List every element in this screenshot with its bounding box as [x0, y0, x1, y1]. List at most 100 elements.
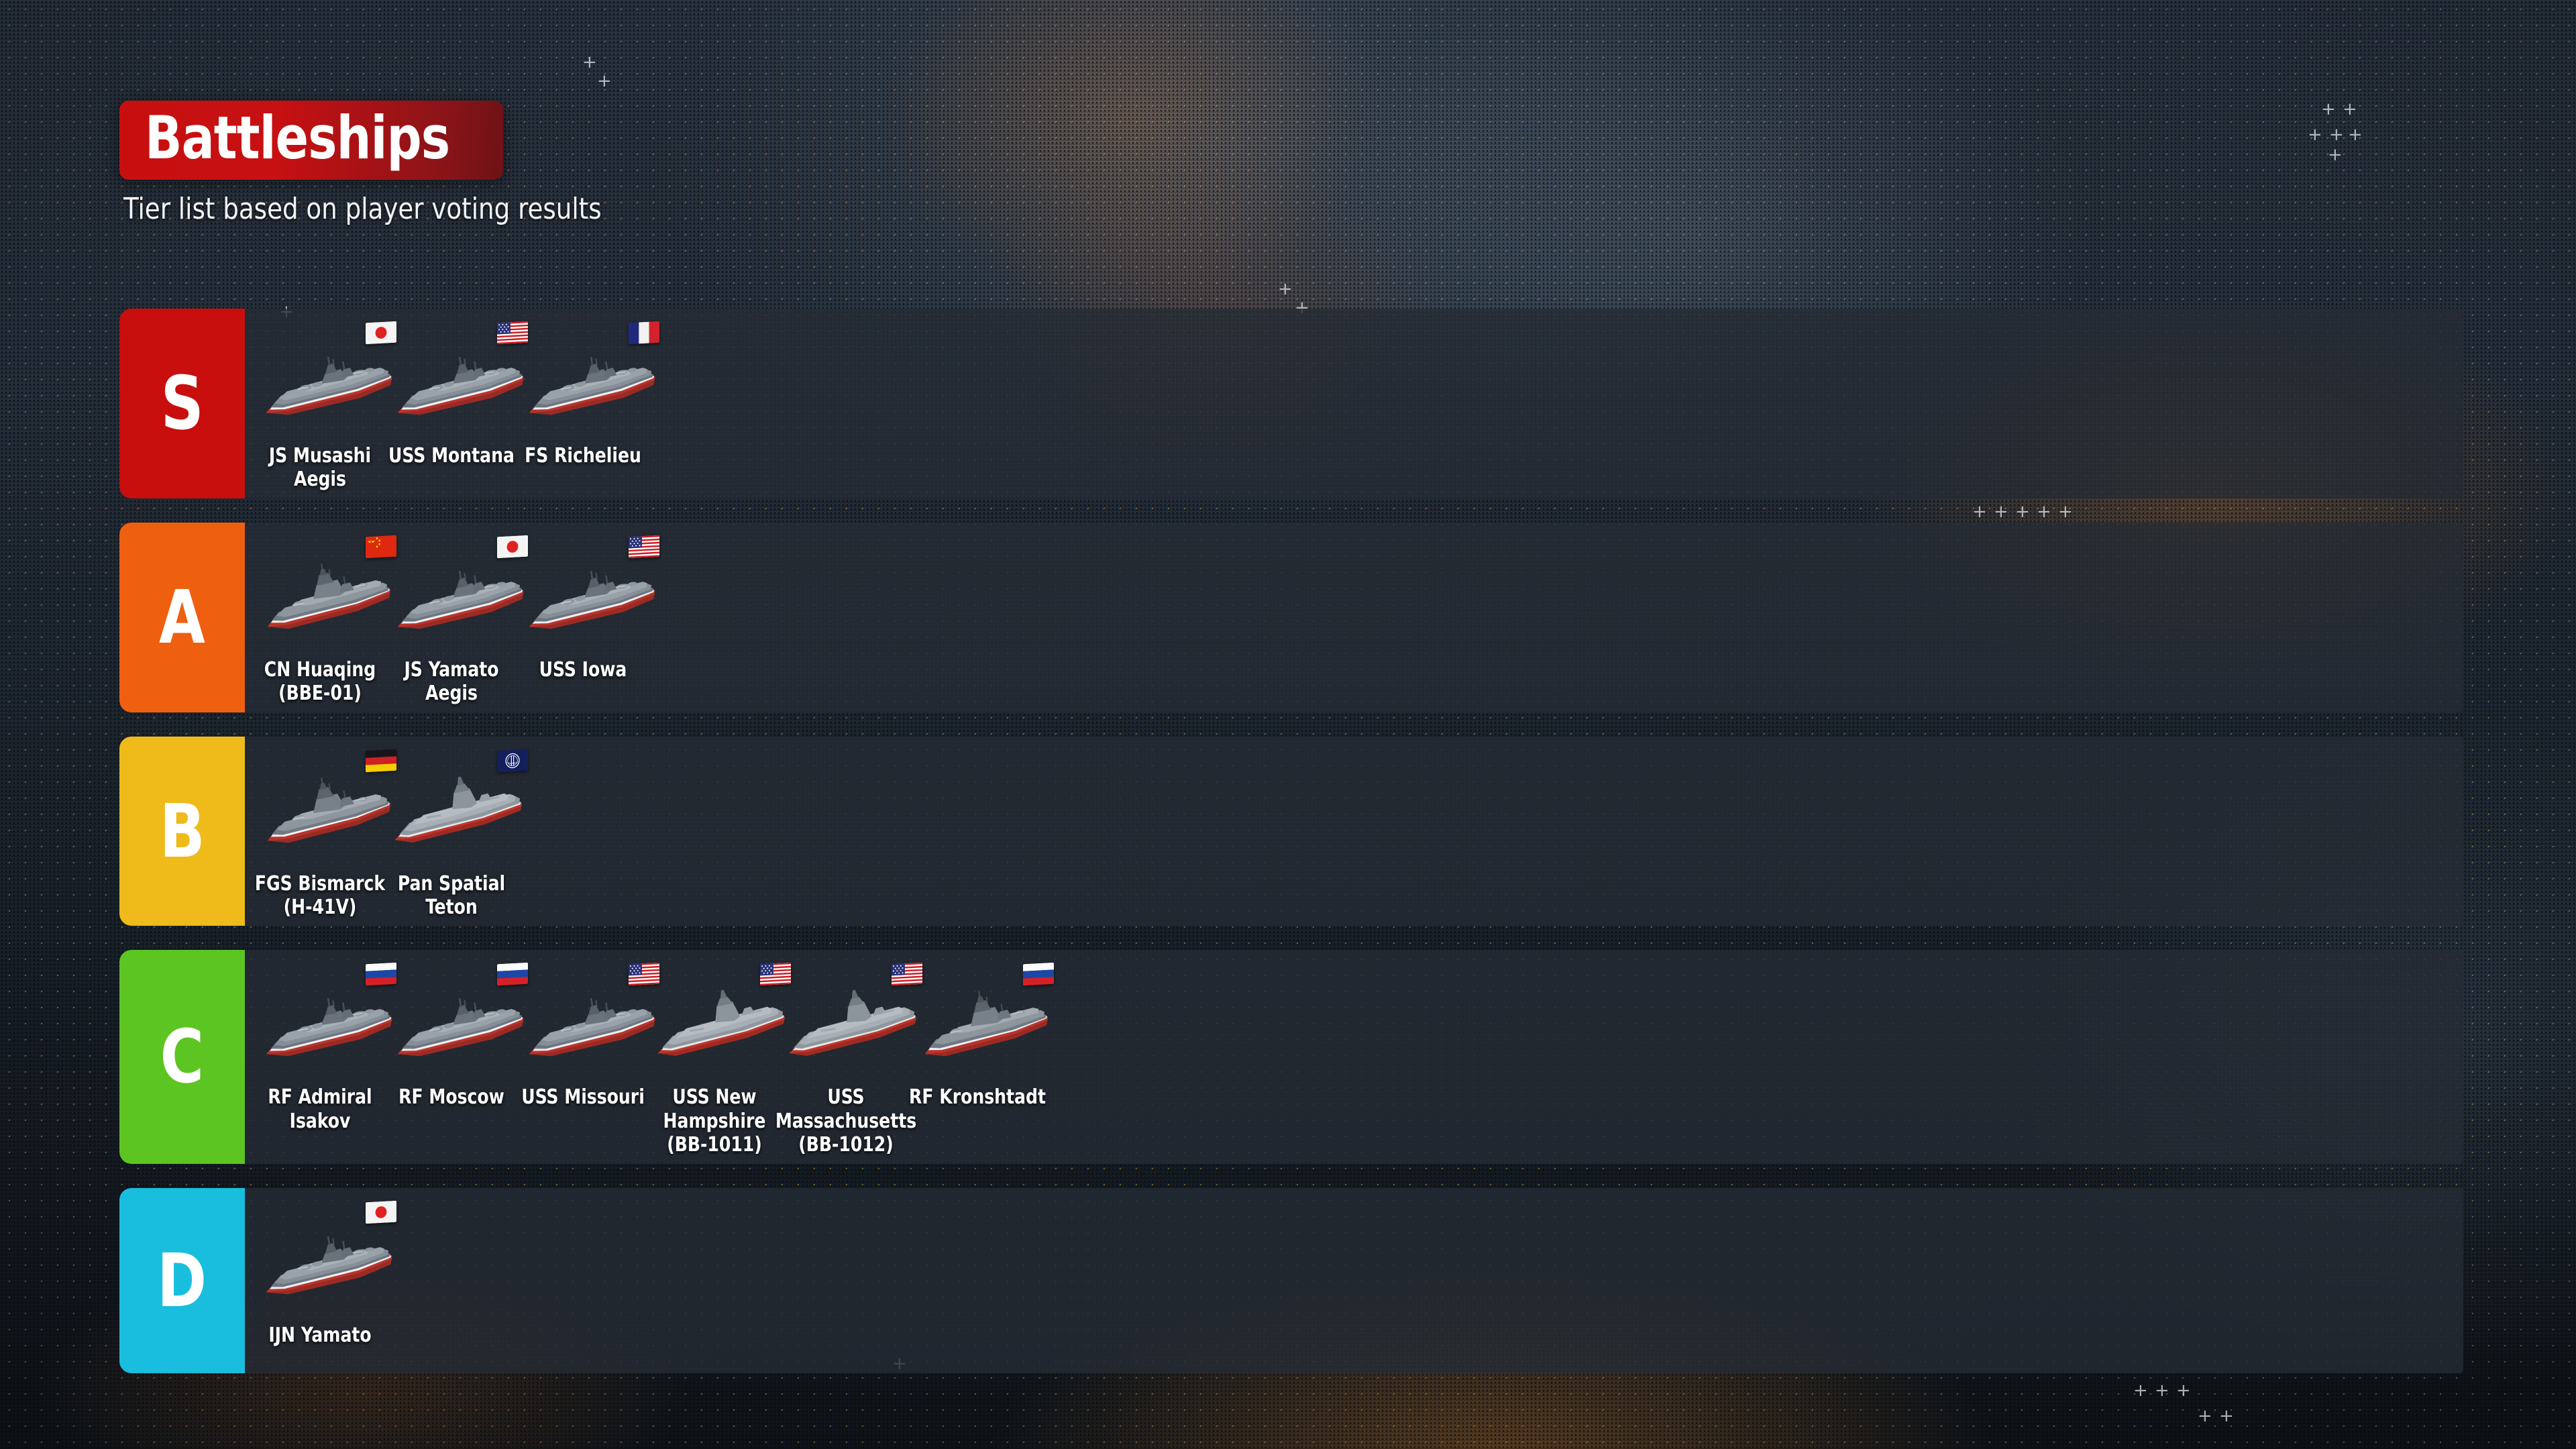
tier-ship-container: JS Musashi Aegis USS Montana FS Richelieu [245, 309, 2463, 498]
page-header: Battleships Tier list based on player vo… [119, 101, 632, 226]
ship-card[interactable]: FGS Bismarck (H-41V) [254, 746, 396, 920]
ship-artwork [522, 532, 659, 658]
france-flag-icon [629, 321, 659, 345]
ship-artwork [259, 959, 396, 1085]
ship-artwork [259, 1197, 396, 1324]
crosshair-mark: + [2328, 145, 2343, 165]
crosshair-mark: + [2155, 1381, 2169, 1401]
ship-artwork [916, 959, 1054, 1085]
crosshair-mark: + [1994, 502, 2008, 522]
battleship-icon [910, 980, 1057, 1071]
tier-list: S JS Musashi Aegis USS Montana FS Richelieu… [119, 309, 2463, 1397]
ship-card[interactable]: RF Admiral Isakov [259, 959, 396, 1133]
ship-card[interactable]: JS Yamato Aegis [390, 532, 528, 706]
tier-label: B [159, 788, 205, 874]
battleship-icon [384, 339, 531, 429]
usa-flag-icon [629, 535, 659, 558]
ship-card[interactable]: RF Kronshtadt [909, 959, 1054, 1109]
russia-flag-icon [1023, 963, 1054, 986]
page-title: Battleships [145, 103, 450, 172]
ship-name: JS Musashi Aegis [268, 444, 371, 492]
ship-card[interactable]: CN Huaqing (BBE-01) [259, 532, 396, 706]
ship-card[interactable]: FS Richelieu [522, 318, 659, 468]
tier-ship-container: IJN Yamato [245, 1187, 2463, 1373]
tier-label: S [160, 360, 204, 447]
battleship-icon [252, 552, 400, 643]
crosshair-mark: + [582, 52, 597, 72]
tier-row: D IJN Yamato [119, 1187, 2463, 1373]
tier-ship-container: FGS Bismarck (H-41V)Pan Spatial Teton [245, 736, 2463, 926]
tier-badge-s[interactable]: S [119, 309, 245, 498]
panspatial-flag-icon [497, 749, 528, 772]
japan-flag-icon [366, 1200, 396, 1224]
battleship-icon [252, 339, 400, 429]
ship-card[interactable]: USS Montana [388, 318, 528, 468]
tier-row: A CN Huaqing (BBE-01)JS Yamato Aegis USS I… [119, 522, 2463, 712]
tier-label: C [160, 1014, 205, 1100]
ship-artwork [390, 318, 528, 444]
tier-label: D [157, 1237, 207, 1324]
battleship-icon [647, 980, 794, 1071]
battleship-icon [778, 980, 926, 1071]
ship-name: RF Moscow [398, 1085, 504, 1110]
battleship-icon [384, 552, 531, 643]
ship-artwork [386, 746, 528, 872]
crosshair-mark: + [2308, 125, 2322, 145]
ship-card[interactable]: Pan Spatial Teton [386, 746, 528, 920]
crosshair-mark: + [2037, 502, 2051, 522]
crosshair-mark: + [2219, 1406, 2234, 1426]
ship-name: Pan Spatial Teton [397, 871, 505, 919]
tier-badge-d[interactable]: D [119, 1187, 245, 1373]
battleship-icon [384, 980, 531, 1071]
battleship-icon [515, 552, 663, 643]
crosshair-mark: + [597, 71, 612, 91]
crosshair-mark: + [2198, 1406, 2212, 1426]
ship-artwork [259, 746, 396, 872]
ship-card[interactable]: JS Musashi Aegis [259, 318, 396, 492]
ship-name: RF Admiral Isakov [267, 1085, 372, 1133]
ship-name: USS Iowa [539, 657, 627, 682]
battleship-icon [384, 766, 531, 857]
tier-badge-a[interactable]: A [119, 522, 245, 712]
ship-name: FGS Bismarck (H-41V) [254, 871, 385, 919]
battleship-icon [252, 766, 400, 857]
crosshair-mark: + [2329, 125, 2344, 145]
ship-card[interactable]: USS Missouri [521, 959, 659, 1109]
ship-name: USS Montana [388, 444, 515, 468]
tier-ship-container: CN Huaqing (BBE-01)JS Yamato Aegis USS Io… [245, 522, 2463, 712]
tier-row: S JS Musashi Aegis USS Montana FS Richelieu [119, 309, 2463, 498]
ship-artwork [390, 959, 528, 1085]
ship-card[interactable]: USS Iowa [522, 532, 659, 682]
ship-artwork [522, 959, 659, 1085]
tier-row: C RF Admiral Isakov RF Moscow USS Missouri U… [119, 950, 2463, 1164]
crosshair-mark: + [2343, 99, 2357, 119]
ship-artwork [259, 318, 396, 444]
crosshair-mark: + [2321, 99, 2336, 119]
ship-card[interactable]: USS Massachusetts (BB-1012) [775, 959, 922, 1157]
crosshair-mark: + [2348, 125, 2363, 145]
ship-name: JS Yamato Aegis [403, 657, 499, 706]
ship-name: RF Kronshtadt [908, 1085, 1046, 1110]
ship-artwork [649, 959, 791, 1085]
crosshair-mark: + [1972, 502, 1987, 522]
ship-card[interactable]: IJN Yamato [259, 1197, 396, 1347]
ship-name: USS New Hampshire (BB-1011) [663, 1085, 765, 1157]
crosshair-mark: + [1278, 279, 1293, 299]
ship-name: USS Missouri [521, 1085, 645, 1110]
title-plate: Battleships [119, 101, 503, 180]
ship-card[interactable]: USS New Hampshire (BB-1011) [649, 959, 791, 1157]
ship-artwork [522, 318, 659, 444]
battleship-icon [515, 980, 663, 1071]
ship-artwork [390, 532, 528, 658]
tier-badge-c[interactable]: C [119, 950, 245, 1164]
tier-badge-b[interactable]: B [119, 736, 245, 926]
tier-label: A [159, 574, 205, 661]
battleship-icon [252, 1218, 400, 1308]
ship-name: FS Richelieu [524, 444, 641, 468]
ship-name: IJN Yamato [268, 1323, 372, 1347]
tier-row: B FGS Bismarck (H-41V)Pan Spatial Teton [119, 736, 2463, 926]
page-subtitle: Tier list based on player voting results [123, 191, 602, 226]
ship-artwork [781, 959, 922, 1085]
ship-name: USS Massachusetts (BB-1012) [775, 1085, 916, 1157]
ship-card[interactable]: RF Moscow [390, 959, 528, 1109]
